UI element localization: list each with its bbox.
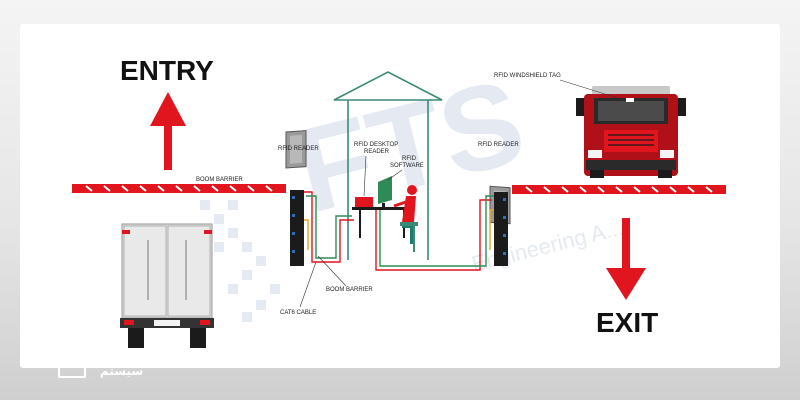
brand-name-line1: همکاران xyxy=(94,350,144,364)
rfid-windshield-tag-label: RFID WINDSHIELD TAG xyxy=(494,73,561,79)
entry-label: ENTRY xyxy=(120,55,214,86)
rfid-software-label-1: RFID xyxy=(402,156,417,162)
cables xyxy=(304,191,494,271)
watermark-dots xyxy=(200,200,280,322)
operator-chair xyxy=(400,222,418,226)
windshield-tag xyxy=(626,98,634,102)
exit-label: EXIT xyxy=(596,307,658,338)
right-boom-barrier xyxy=(512,185,726,194)
entry-arrow xyxy=(150,92,186,170)
rfid-software-label-2: SOFTWARE xyxy=(390,163,424,169)
rfid-desktop-reader-label-1: RFID DESKTOP xyxy=(354,142,398,148)
operator-desk xyxy=(352,176,418,252)
desktop-reader-device xyxy=(355,197,373,207)
boom-barrier-bottom-label: BOOM BARRIER xyxy=(326,287,373,293)
boom-barrier-top-label: BOOM BARRIER xyxy=(196,177,243,183)
exit-arrow xyxy=(606,218,646,300)
boom-barrier-pointer xyxy=(317,255,347,287)
brand-mark-icon: GS xyxy=(58,350,86,378)
monitor xyxy=(378,176,392,204)
brand-name: همکاران سیستم xyxy=(94,350,143,378)
rear-truck xyxy=(120,223,214,348)
operator-head xyxy=(407,185,417,195)
operator-legs xyxy=(402,222,414,244)
brand-logo: GS همکاران سیستم xyxy=(58,350,143,378)
rfid-desktop-reader-label-2: READER xyxy=(364,149,390,155)
right-rfid-reader xyxy=(489,185,511,266)
software-pointer xyxy=(387,169,403,181)
windshield-tag-pointer xyxy=(559,79,625,101)
front-truck xyxy=(576,86,686,178)
desktop-reader-pointer xyxy=(363,155,367,197)
cat6-cable-label: CAT6 CABLE xyxy=(280,310,316,316)
rfid-reader-left-label: RFID READER xyxy=(278,146,319,152)
operator-booth xyxy=(333,71,443,260)
left-boom-barrier xyxy=(72,184,286,193)
left-rfid-reader xyxy=(285,130,307,266)
watermark-text: Engineering A... xyxy=(469,215,626,277)
cat6-pointer xyxy=(299,261,317,308)
rfid-reader-right-label: RFID READER xyxy=(478,142,519,148)
brand-name-line2: سیستم xyxy=(99,364,144,378)
